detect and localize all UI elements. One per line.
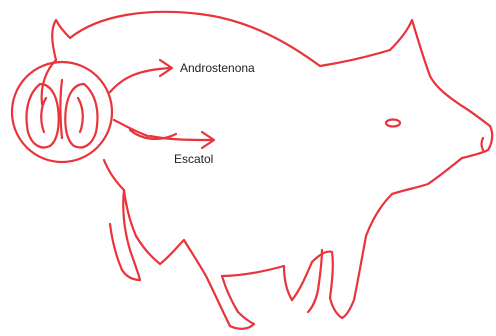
pig-outline-icon (42, 12, 493, 329)
escatol-label: Escatol (174, 152, 213, 166)
androstenona-label: Androstenona (180, 61, 255, 75)
testes-cross-section-icon (12, 62, 112, 162)
